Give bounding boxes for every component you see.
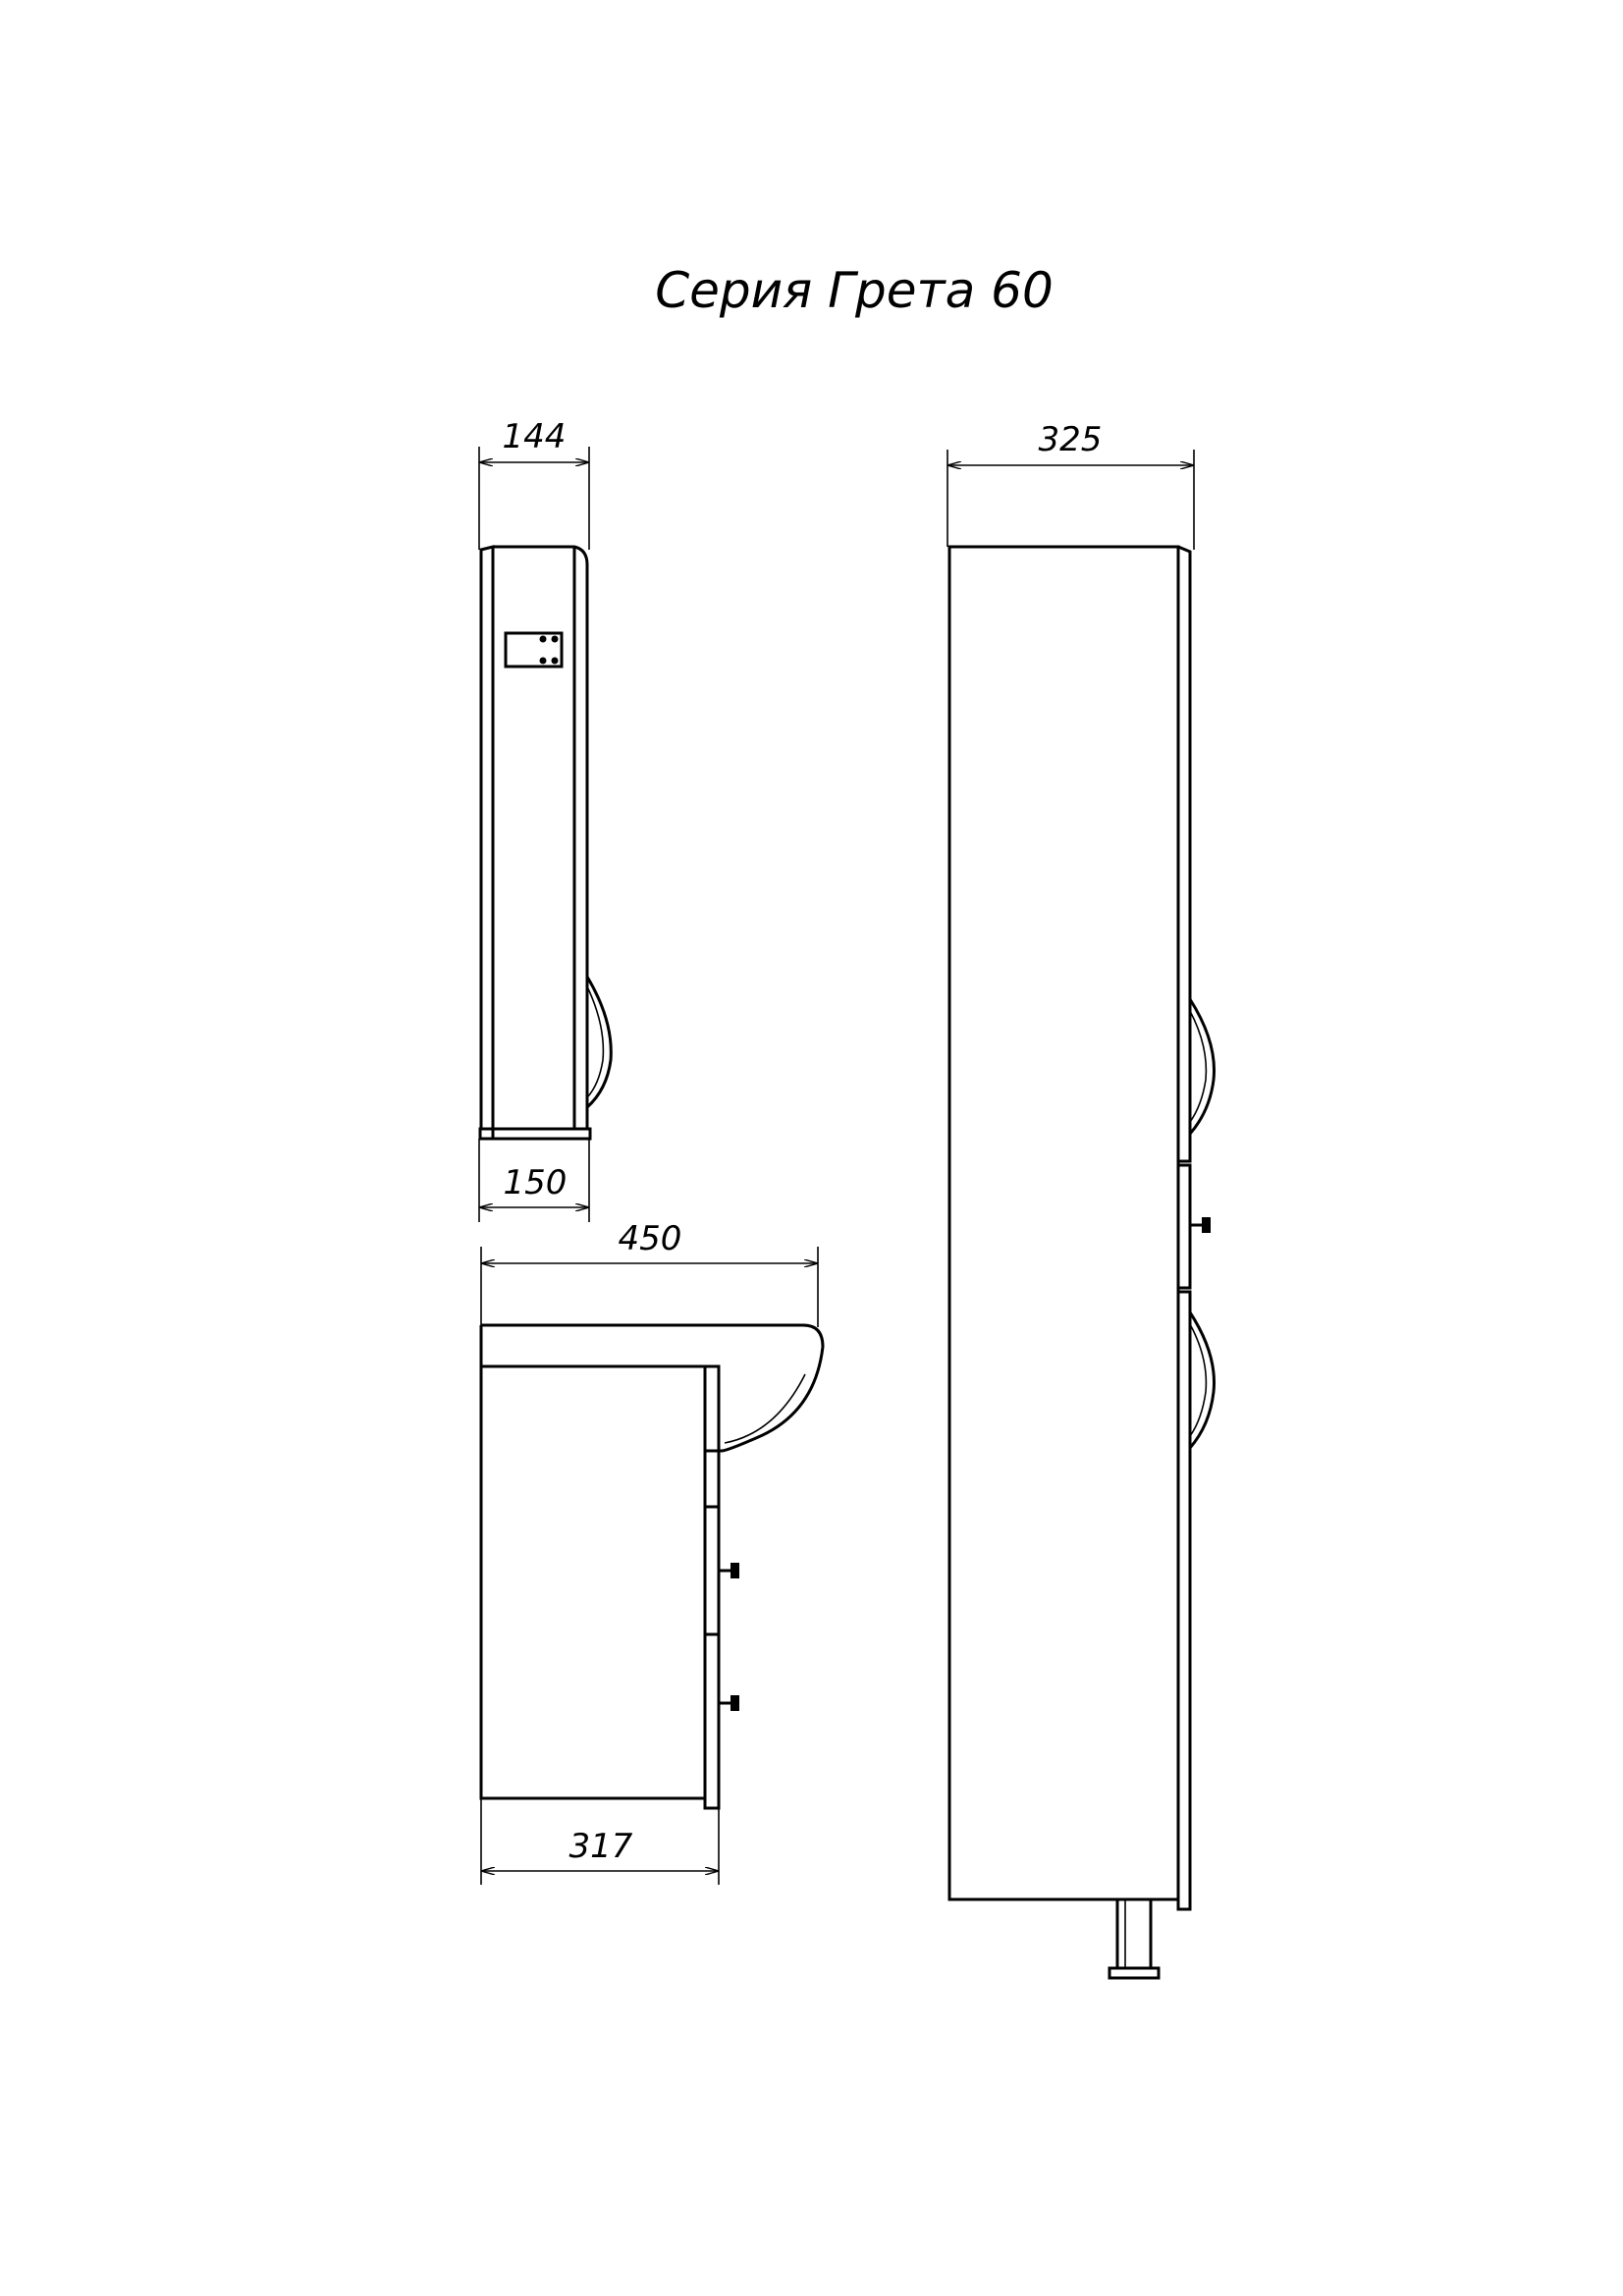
dim-label-317: 317: [569, 1827, 633, 1866]
drawing-title: Серия Грета 60: [655, 262, 1054, 319]
mirror-cabinet-side-view: 144 150: [478, 417, 613, 1222]
dim-label-150: 150: [504, 1163, 568, 1202]
dim-column-width: 325: [947, 420, 1195, 550]
column-cabinet-side-view: 325: [947, 420, 1216, 1980]
dim-label-144: 144: [503, 417, 567, 456]
dim-label-450: 450: [619, 1219, 682, 1258]
dim-vanity-body: 317: [480, 1798, 720, 1885]
dim-mirror-bottom: 150: [478, 1139, 590, 1222]
vanity-side-view: 450 317: [479, 1219, 825, 1885]
dim-label-325: 325: [1039, 420, 1103, 459]
dim-mirror-top: 144: [478, 417, 590, 550]
dim-vanity-top: 450: [480, 1219, 819, 1327]
